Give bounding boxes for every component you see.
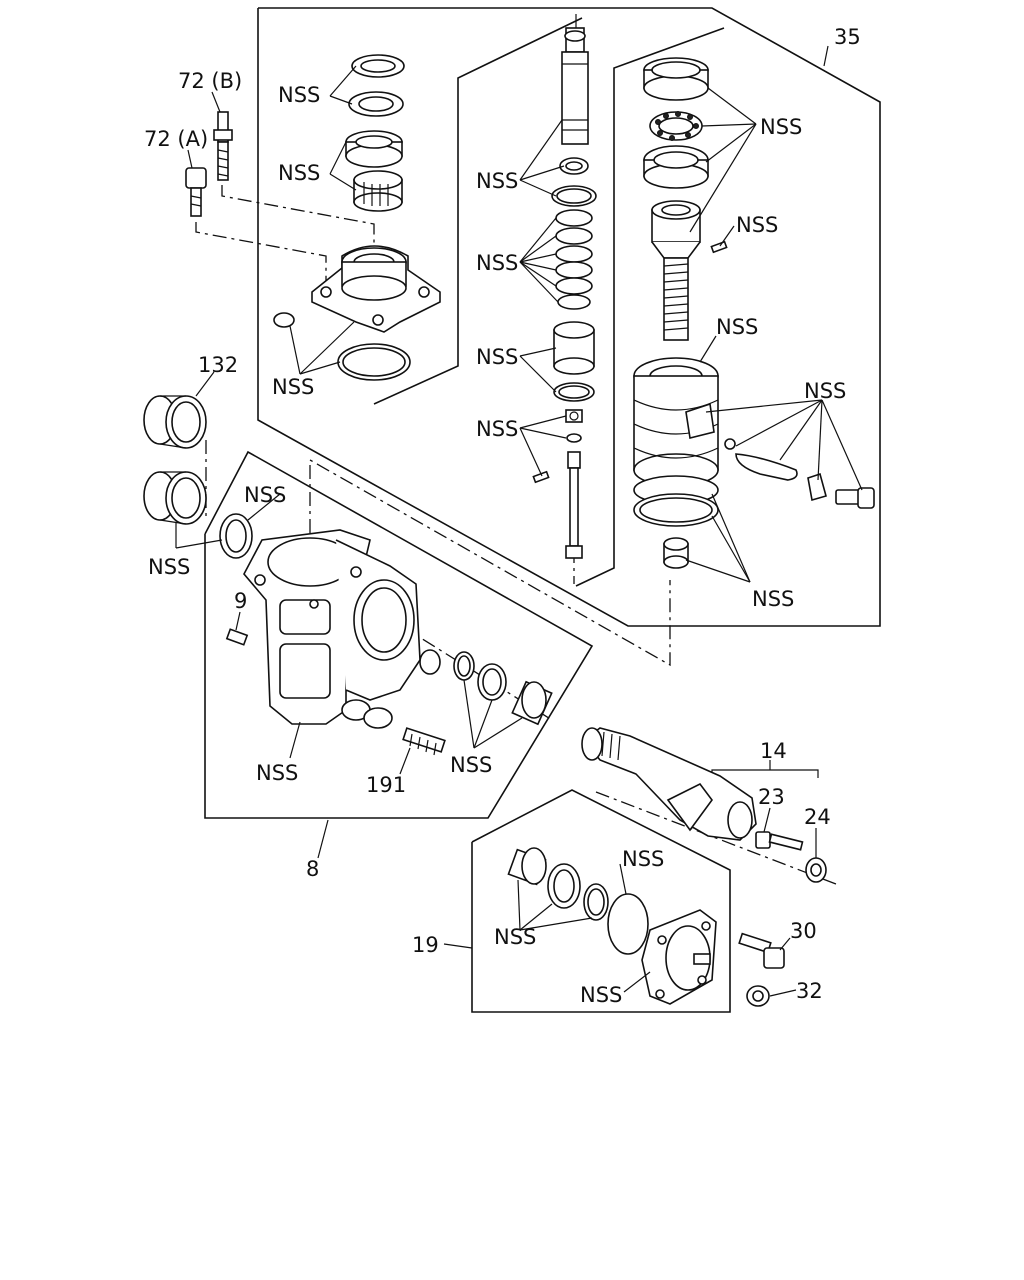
label-35: 35 xyxy=(834,25,861,49)
label-14: 14 xyxy=(760,739,787,763)
assembly-14-bracket xyxy=(711,769,819,778)
label-nss-piston-rings: NSS xyxy=(752,587,794,611)
stud-191 xyxy=(402,727,446,756)
spool-sleeve xyxy=(553,321,595,402)
label-nss-spool-sleeve: NSS xyxy=(476,345,518,369)
side-cover-bearings xyxy=(507,847,649,955)
piston-ball-nut xyxy=(633,357,719,487)
centerline-cylinder xyxy=(309,458,671,667)
valve-spool xyxy=(561,14,589,145)
label-nss-worm-bearings: NSS xyxy=(760,115,802,139)
label-nss-side-cover-gasket: NSS xyxy=(622,847,664,871)
centerline-shaft xyxy=(595,791,837,885)
nut-32 xyxy=(746,985,770,1007)
label-nss-torsion-bar: NSS xyxy=(476,417,518,441)
piston-plug xyxy=(663,537,689,569)
torsion-bar xyxy=(532,409,583,559)
sub-box-upper-left xyxy=(373,17,583,405)
assembly-19-outline xyxy=(471,789,731,1013)
assembly-8-outline xyxy=(204,450,594,819)
bolt-72a xyxy=(185,167,207,217)
label-nss-worm-pin: NSS xyxy=(736,213,778,237)
gear-housing xyxy=(243,529,441,729)
sector-shaft xyxy=(581,727,757,841)
label-72a: 72 (A) xyxy=(144,127,208,151)
side-cover xyxy=(641,909,717,1005)
valve-housing-cover xyxy=(311,245,441,333)
dust-seal-132 xyxy=(143,395,207,449)
small-o-ring xyxy=(273,312,295,328)
bolt-9 xyxy=(225,628,249,646)
label-32: 32 xyxy=(796,979,823,1003)
label-nss-spool-top: NSS xyxy=(476,169,518,193)
centerline-72b xyxy=(221,185,375,246)
label-nss-housing: NSS xyxy=(256,761,298,785)
dust-seal-nss xyxy=(143,471,207,525)
centerline-housing xyxy=(399,624,553,721)
centerline-72a xyxy=(195,222,327,282)
label-19: 19 xyxy=(412,933,439,957)
piston-rings xyxy=(633,475,719,527)
label-9: 9 xyxy=(234,589,247,613)
label-nss-dust-seal: NSS xyxy=(148,555,190,579)
leader-lines xyxy=(175,45,863,997)
needle-bearing-upper xyxy=(353,170,403,212)
label-132: 132 xyxy=(198,353,238,377)
adjust-screw-23 xyxy=(755,831,804,851)
lock-nut-24 xyxy=(805,857,827,883)
label-nss-upper-rings: NSS xyxy=(278,83,320,107)
label-nss-spool-seals: NSS xyxy=(476,251,518,275)
label-nss-oil-seal: NSS xyxy=(244,483,286,507)
label-nss-upper-bearing: NSS xyxy=(278,161,320,185)
bolt-72b xyxy=(213,111,233,181)
label-72b: 72 (B) xyxy=(178,69,242,93)
label-nss-side-cover-bearings: NSS xyxy=(494,925,536,949)
bolt-30 xyxy=(738,932,785,969)
worm-bearing-stack xyxy=(643,57,709,189)
label-23: 23 xyxy=(758,785,785,809)
label-30: 30 xyxy=(790,919,817,943)
assembly-35-outline xyxy=(257,7,881,627)
label-nss-sector-bearings: NSS xyxy=(450,753,492,777)
ball-guide-parts xyxy=(724,438,875,509)
label-24: 24 xyxy=(804,805,831,829)
label-nss-ball-guide: NSS xyxy=(804,379,846,403)
worm-shaft xyxy=(651,200,728,341)
label-8: 8 xyxy=(306,857,319,881)
label-nss-ball-nut: NSS xyxy=(716,315,758,339)
spool-seal-stack xyxy=(551,157,597,310)
label-nss-o-rings: NSS xyxy=(272,375,314,399)
label-nss-side-cover: NSS xyxy=(580,983,622,1007)
oil-seal-ring xyxy=(219,513,253,559)
upper-seal-rings xyxy=(345,54,405,168)
sub-box-upper-right xyxy=(575,27,725,587)
label-191: 191 xyxy=(366,773,406,797)
